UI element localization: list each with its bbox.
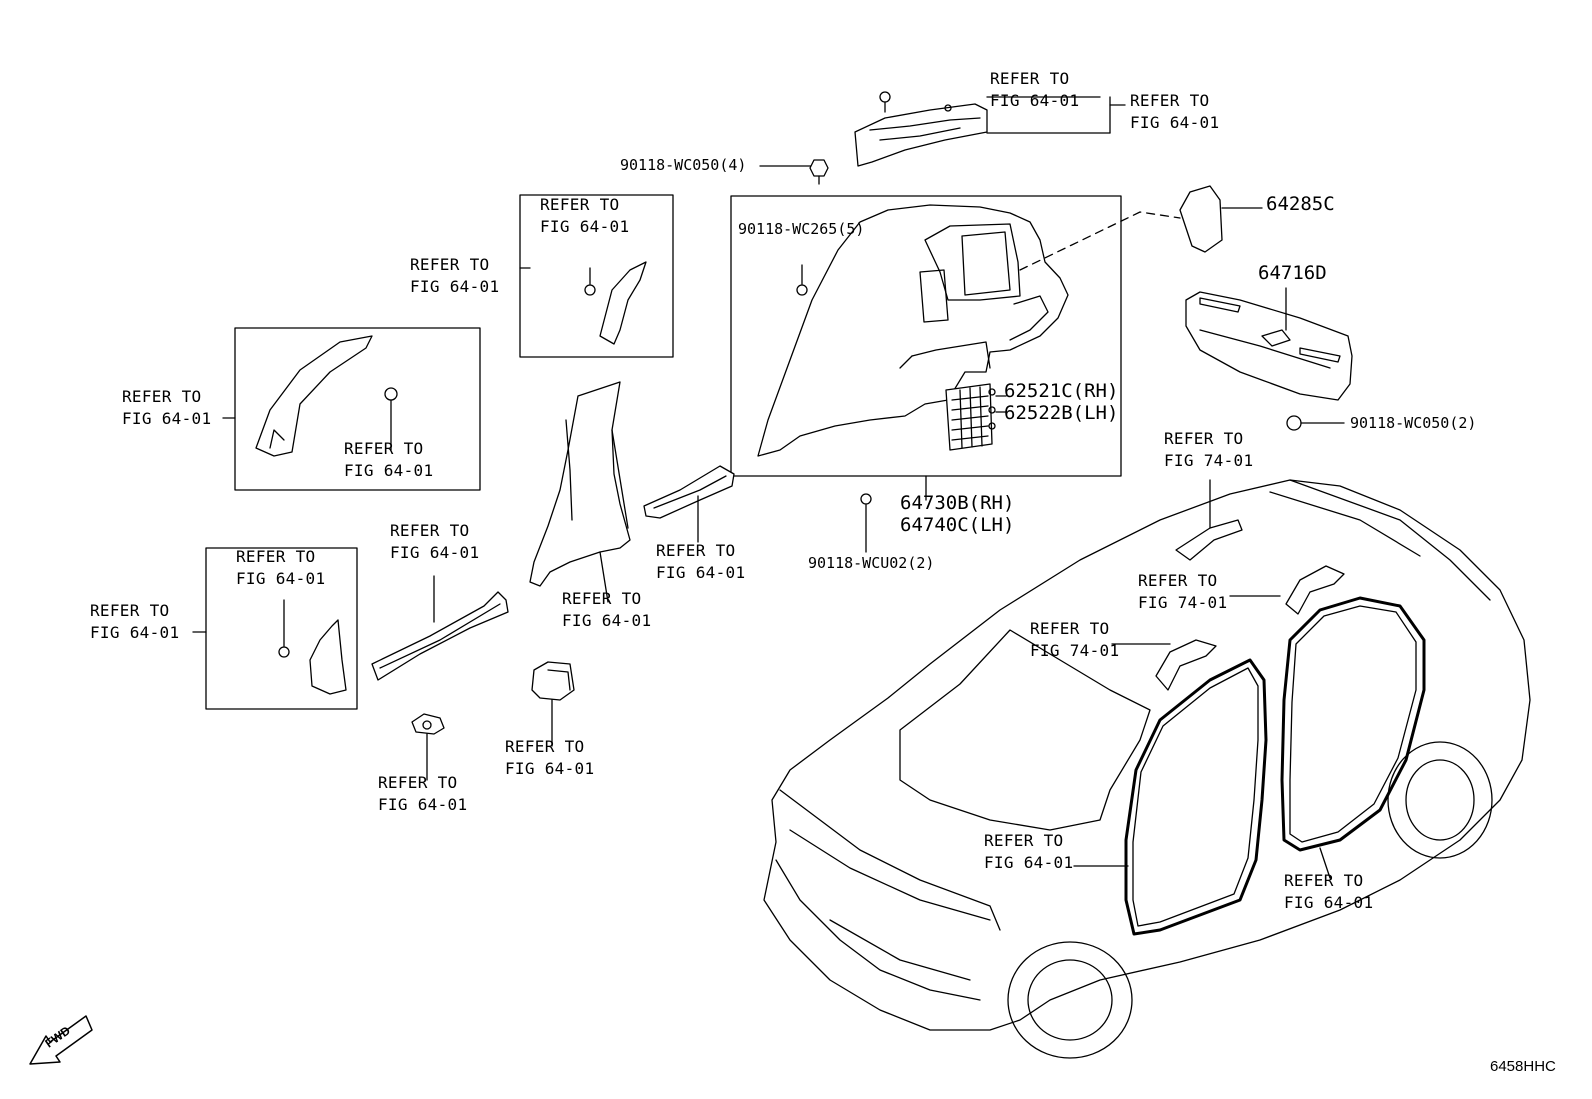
ref-line2: FIG 64-01 xyxy=(344,461,434,480)
ref-line1: REFER TO xyxy=(1130,91,1210,110)
ref-line1: REFER TO xyxy=(1284,871,1364,890)
ref-label: REFER TO FIG 64-01 xyxy=(990,68,1079,112)
part-number-64285c: 64285C xyxy=(1266,193,1335,215)
roof-side-garnish xyxy=(854,91,1126,167)
ref-line2: FIG 74-01 xyxy=(1030,641,1120,660)
ref-line1: REFER TO xyxy=(1164,429,1244,448)
cowl-side-trim xyxy=(192,599,347,695)
ref-line2: FIG 64-01 xyxy=(390,543,480,562)
ref-label: REFER TO FIG 64-01 xyxy=(562,588,651,632)
clip-label-wc050-4: 90118-WC050(4) xyxy=(620,156,747,174)
ref-line1: REFER TO xyxy=(344,439,424,458)
ref-line2: FIG 64-01 xyxy=(122,409,212,428)
ref-line1: REFER TO xyxy=(990,69,1070,88)
ref-line2: FIG 64-01 xyxy=(540,217,630,236)
front-door-scuff-plate xyxy=(371,575,509,681)
part-number-62521c: 62521C(RH) xyxy=(1004,380,1119,402)
ref-label: REFER TO FIG 64-01 xyxy=(984,830,1073,874)
ref-line1: REFER TO xyxy=(540,195,620,214)
ref-label: REFER TO FIG 74-01 xyxy=(1138,570,1227,614)
ref-line1: REFER TO xyxy=(90,601,170,620)
ref-line2: FIG 64-01 xyxy=(236,569,326,588)
ref-label: REFER TO FIG 64-01 xyxy=(540,194,629,238)
part-64716d xyxy=(1185,287,1353,431)
center-pillar-lower-garnish xyxy=(529,381,631,603)
clip-wcu02-2 xyxy=(860,493,872,553)
clip-label-wcu02-2: 90118-WCU02(2) xyxy=(808,554,935,572)
ref-line1: REFER TO xyxy=(1138,571,1218,590)
ref-line2: FIG 64-01 xyxy=(656,563,746,582)
clip-wc050-4 xyxy=(759,159,829,185)
ref-line1: REFER TO xyxy=(656,541,736,560)
box-cowl-side xyxy=(205,547,358,710)
ref-line2: FIG 64-01 xyxy=(562,611,652,630)
vehicle-outline xyxy=(763,479,1531,1059)
part-number-64740c: 64740C(LH) xyxy=(900,514,1015,536)
ref-line2: FIG 64-01 xyxy=(990,91,1080,110)
ref-line2: FIG 64-01 xyxy=(984,853,1074,872)
ref-label: REFER TO FIG 64-01 xyxy=(236,546,325,590)
a-pillar-garnish xyxy=(222,335,398,457)
ref-label: REFER TO FIG 74-01 xyxy=(1030,618,1119,662)
ref-line1: REFER TO xyxy=(562,589,642,608)
small-clip-lower xyxy=(411,713,445,781)
ref-line1: REFER TO xyxy=(378,773,458,792)
ref-label: REFER TO FIG 64-01 xyxy=(410,254,499,298)
ref-line1: REFER TO xyxy=(410,255,490,274)
ref-label: REFER TO FIG 64-01 xyxy=(656,540,745,584)
ref-line2: FIG 74-01 xyxy=(1138,593,1228,612)
ref-line2: FIG 64-01 xyxy=(410,277,500,296)
ref-line1: REFER TO xyxy=(505,737,585,756)
ref-label: REFER TO FIG 64-01 xyxy=(90,600,179,644)
part-number-62522b: 62522B(LH) xyxy=(1004,402,1119,424)
ref-line1: REFER TO xyxy=(1030,619,1110,638)
rear-door-scuff-plate xyxy=(643,465,735,543)
ref-label: REFER TO FIG 64-01 xyxy=(344,438,433,482)
part-number-64716d: 64716D xyxy=(1258,262,1327,284)
diagram-id: 6458HHC xyxy=(1490,1058,1556,1075)
ref-label: REFER TO FIG 64-01 xyxy=(378,772,467,816)
ref-line2: FIG 74-01 xyxy=(1164,451,1254,470)
ref-label: REFER TO FIG 74-01 xyxy=(1164,428,1253,472)
ref-line2: FIG 64-01 xyxy=(1130,113,1220,132)
ref-line2: FIG 64-01 xyxy=(1284,893,1374,912)
ref-label: REFER TO FIG 64-01 xyxy=(122,386,211,430)
ref-label: REFER TO FIG 64-01 xyxy=(505,736,594,780)
part-number-64730b: 64730B(RH) xyxy=(900,492,1015,514)
box-a-pillar xyxy=(234,327,481,491)
ref-label: REFER TO FIG 64-01 xyxy=(1284,870,1373,914)
ref-line2: FIG 64-01 xyxy=(505,759,595,778)
clip-label-wc050-2: 90118-WC050(2) xyxy=(1350,414,1477,432)
ref-line1: REFER TO xyxy=(390,521,470,540)
fwd-arrow-icon xyxy=(29,1015,93,1065)
box-b-pillar-upper xyxy=(519,194,674,358)
small-cover xyxy=(531,661,575,747)
clip-label-wc265-5: 90118-WC265(5) xyxy=(738,220,865,238)
part-64285c xyxy=(1179,185,1263,253)
ref-line1: REFER TO xyxy=(122,387,202,406)
quarter-trim-panel xyxy=(757,204,1181,501)
ref-line1: REFER TO xyxy=(984,831,1064,850)
ref-label: REFER TO FIG 64-01 xyxy=(1130,90,1219,134)
ref-line1: REFER TO xyxy=(236,547,316,566)
ref-line2: FIG 64-01 xyxy=(378,795,468,814)
ref-line2: FIG 64-01 xyxy=(90,623,180,642)
ref-label: REFER TO FIG 64-01 xyxy=(390,520,479,564)
b-pillar-upper-garnish xyxy=(519,261,647,345)
